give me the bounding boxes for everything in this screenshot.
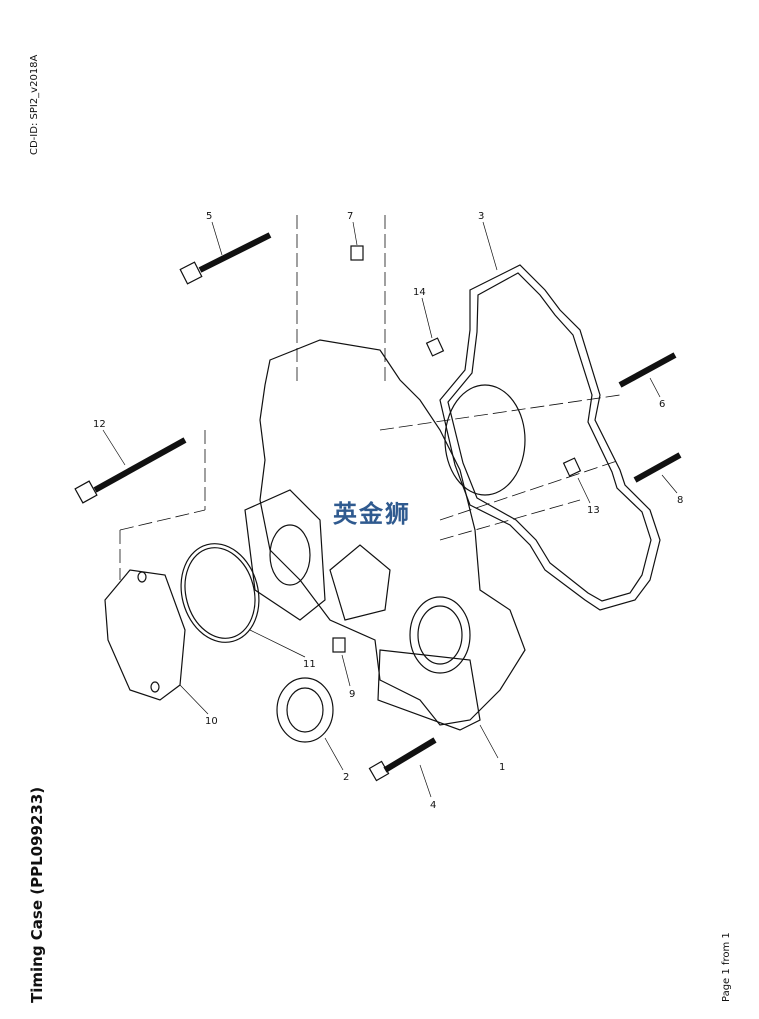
- dowel-part-13: [562, 457, 582, 477]
- callout-13: 13: [587, 505, 600, 516]
- nut-part-9: [332, 637, 346, 653]
- bolt-part-12: [74, 437, 187, 504]
- dowel-part-14: [425, 337, 445, 357]
- callout-5: 5: [206, 211, 212, 222]
- cover-plate-part-10: [104, 569, 186, 701]
- callout-12: 12: [93, 419, 106, 430]
- callout-4: 4: [430, 800, 436, 811]
- stud-part-6: [618, 352, 677, 388]
- bolt-part-4: [368, 737, 437, 782]
- callout-9: 9: [349, 689, 355, 700]
- callout-3: 3: [478, 211, 484, 222]
- stud-part-8: [633, 452, 682, 483]
- gasket-part-3: [439, 264, 661, 611]
- callout-11: 11: [303, 659, 316, 670]
- nut-part-7: [350, 245, 364, 261]
- callout-10: 10: [205, 716, 218, 727]
- o-ring-part-11: [180, 543, 260, 643]
- oil-seal-part-2: [276, 677, 334, 743]
- timing-case-housing-part-1: [259, 339, 526, 726]
- callout-8: 8: [677, 495, 683, 506]
- callout-2: 2: [343, 772, 349, 783]
- callout-1: 1: [499, 762, 505, 773]
- callout-6: 6: [659, 399, 665, 410]
- bolt-part-5: [179, 232, 272, 285]
- callout-14: 14: [413, 287, 426, 298]
- watermark: 英金狮: [333, 500, 411, 528]
- callout-7: 7: [347, 211, 353, 222]
